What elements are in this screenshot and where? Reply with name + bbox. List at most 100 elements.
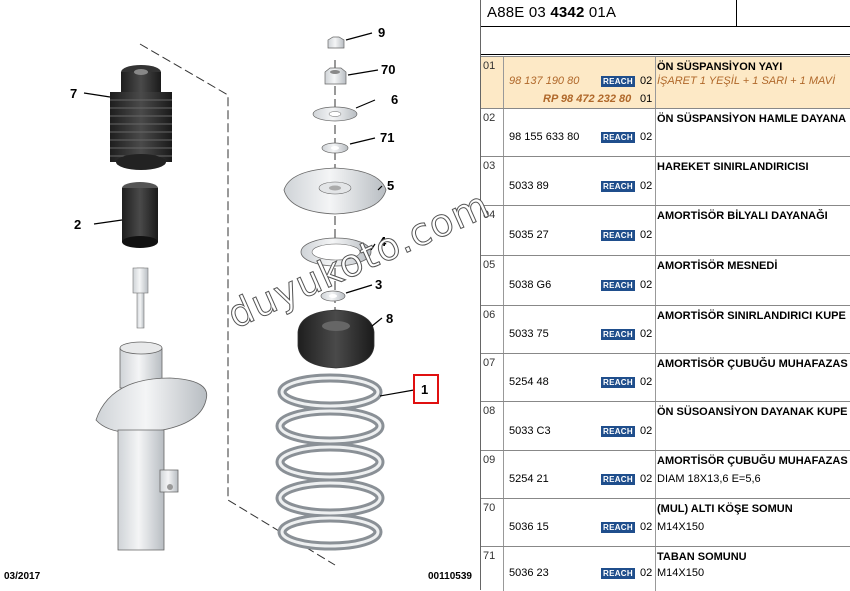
top-nut-9: [327, 36, 345, 49]
part-row[interactable]: 01 98 137 190 80 REACH 02 RP 98 472 232 80 01…: [481, 56, 850, 109]
row-ref-number: 70: [483, 502, 496, 514]
col-divider: [655, 547, 656, 591]
part-description: AMORTİSÖR SINIRLANDIRICI KUPE: [657, 310, 846, 322]
part-number[interactable]: 5254 21: [509, 473, 549, 485]
row-ref-number: 03: [483, 160, 496, 172]
col-divider: [503, 109, 504, 157]
part-description: AMORTİSÖR ÇUBUĞU MUHAFAZAS: [657, 455, 848, 467]
quantity: 02: [640, 425, 653, 437]
callout-labels: 9 70 6 71 5 4 3 8 1 7 2: [70, 25, 428, 397]
part-number[interactable]: 98 137 190 80: [509, 75, 580, 87]
quantity: 02: [640, 75, 653, 87]
col-divider: [503, 402, 504, 451]
quantity: 02: [640, 521, 653, 533]
part-number[interactable]: 5033 C3: [509, 425, 551, 437]
group-code: A88E 03 4342 01A: [487, 4, 616, 21]
col-divider: [503, 256, 504, 306]
part-number[interactable]: 5038 G6: [509, 279, 552, 291]
callout-7[interactable]: 7: [70, 86, 77, 101]
quantity: 02: [640, 376, 653, 388]
part-description: AMORTİSÖR ÇUBUĞU MUHAFAZAS: [657, 358, 848, 370]
strut-mount-5: [283, 167, 387, 215]
part-note: M14X150: [657, 521, 705, 533]
callout-3[interactable]: 3: [375, 277, 382, 292]
row-ref-number: 05: [483, 259, 496, 271]
selected-part-highlight[interactable]: [413, 374, 439, 404]
part-note: DIAM 18X13,6 E=5,6: [657, 473, 761, 485]
part-note: M14X150: [657, 567, 705, 579]
reach-badge: REACH: [601, 132, 635, 143]
replacement-quantity: 01: [640, 93, 653, 105]
row-ref-number: 01: [483, 60, 496, 72]
part-number[interactable]: 98 155 633 80: [509, 131, 580, 143]
group-code-prefix: A88E 03: [487, 4, 551, 21]
part-number[interactable]: 5033 89: [509, 180, 549, 192]
coil-spring-highlight: [278, 376, 382, 548]
reach-badge: REACH: [601, 329, 635, 340]
callout-5[interactable]: 5: [387, 178, 394, 193]
col-divider: [655, 306, 656, 354]
reach-badge: REACH: [601, 377, 635, 388]
replacement-part-number[interactable]: RP 98 472 232 80: [543, 93, 632, 105]
group-code-suffix: 01A: [584, 4, 617, 21]
col-divider: [503, 547, 504, 591]
part-number[interactable]: 5033 75: [509, 328, 549, 340]
quantity: 02: [640, 567, 653, 579]
callout-9[interactable]: 9: [378, 25, 385, 40]
part-note: İŞARET 1 YEŞİL + 1 SARI + 1 MAVİ: [657, 75, 836, 87]
part-description: AMORTİSÖR MESNEDİ: [657, 260, 778, 272]
callout-2[interactable]: 2: [74, 217, 81, 232]
col-divider: [655, 157, 656, 206]
reach-badge: REACH: [601, 474, 635, 485]
callout-4[interactable]: 4: [379, 234, 387, 249]
part-number[interactable]: 5035 27: [509, 229, 549, 241]
quantity: 02: [640, 131, 653, 143]
col-divider: [503, 499, 504, 547]
callout-70[interactable]: 70: [381, 62, 395, 77]
reach-badge: REACH: [601, 76, 635, 87]
col-divider: [655, 354, 656, 402]
header-empty-cell: [736, 0, 850, 26]
row-ref-number: 09: [483, 454, 496, 466]
part-description: HAREKET SINIRLANDIRICISI: [657, 161, 809, 173]
callout-8[interactable]: 8: [386, 311, 393, 326]
callout-71[interactable]: 71: [380, 130, 394, 145]
diagram-date: 03/2017: [4, 571, 41, 582]
col-divider: [503, 306, 504, 354]
quantity: 02: [640, 279, 653, 291]
washer-6: [312, 106, 358, 122]
dust-boot-part: [110, 65, 172, 170]
quantity: 02: [640, 473, 653, 485]
spring-seat-8: [297, 309, 375, 369]
part-number[interactable]: 5036 15: [509, 521, 549, 533]
col-divider: [655, 402, 656, 451]
base-nut-71: [321, 142, 349, 154]
part-number[interactable]: 5036 23: [509, 567, 549, 579]
col-divider: [503, 354, 504, 402]
reach-badge: REACH: [601, 280, 635, 291]
part-number[interactable]: 5254 48: [509, 376, 549, 388]
part-row[interactable]: 70 5036 15 REACH 02 (MUL) ALTI KÖŞE SOMUN M14…: [481, 498, 850, 547]
group-code-bold: 4342: [550, 4, 585, 21]
col-divider: [655, 256, 656, 306]
part-description: ÖN SÜSPANSİYON YAYI: [657, 61, 783, 73]
quantity: 02: [640, 328, 653, 340]
reach-badge: REACH: [601, 568, 635, 579]
row-ref-number: 04: [483, 209, 496, 221]
part-description: ÖN SÜSPANSİYON HAMLE DAYANA: [657, 113, 847, 125]
reach-badge: REACH: [601, 522, 635, 533]
part-row[interactable]: 09 5254 21 REACH 02 AMORTİSÖR ÇUBUĞU MUHAFAZ…: [481, 450, 850, 499]
callout-6[interactable]: 6: [391, 92, 398, 107]
col-divider: [503, 157, 504, 206]
part-row[interactable]: 05 5038 G6 REACH 02 AMORTİSÖR MESNEDİ: [481, 255, 850, 306]
callout-1[interactable]: 1: [421, 382, 428, 397]
quantity: 02: [640, 180, 653, 192]
part-description: (MUL) ALTI KÖŞE SOMUN: [657, 503, 793, 515]
